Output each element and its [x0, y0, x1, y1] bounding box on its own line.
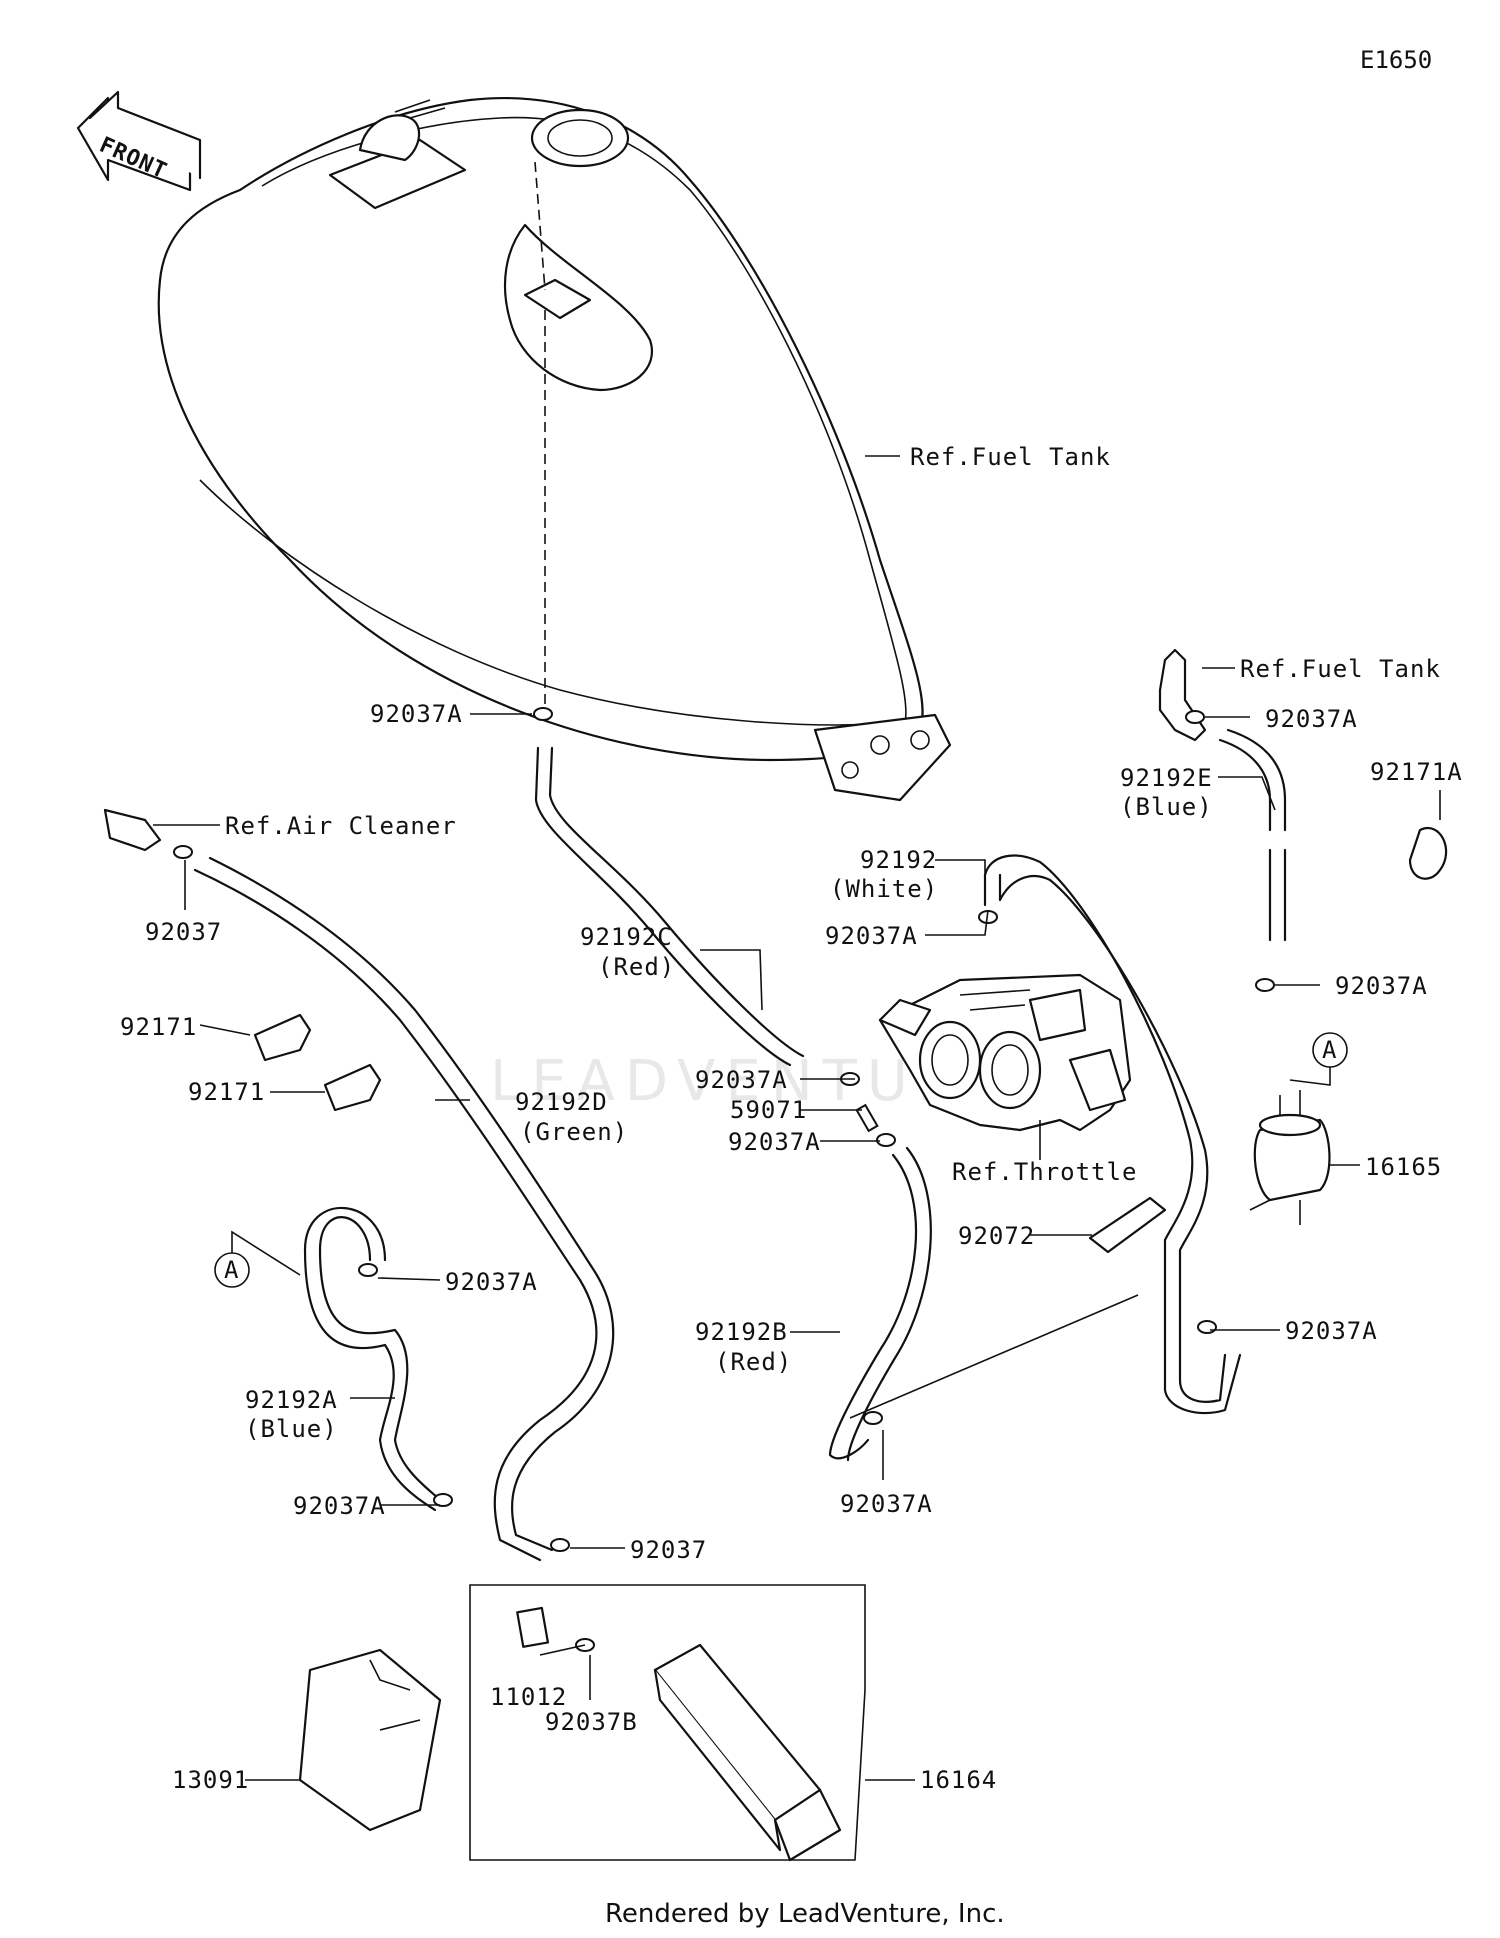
canister-callout-box [469, 1584, 866, 1861]
label-92037: 92037 [145, 918, 222, 946]
throttle-body-drawing [878, 973, 1132, 1132]
callout-a-left-letter: A [224, 1256, 239, 1284]
label-92192b: 92192B [695, 1318, 788, 1346]
label-92192-white-color: (White) [830, 875, 938, 903]
label-59071: 59071 [730, 1096, 807, 1124]
label-92192c-color: (Red) [598, 953, 675, 981]
hose-92192a-blue [303, 1206, 442, 1512]
label-92192b-color: (Red) [715, 1348, 792, 1376]
label-92037a-tank: 92037A [370, 700, 463, 728]
part-13091-drawing [298, 1648, 442, 1832]
clip-92171a [1408, 826, 1448, 880]
label-11012: 11012 [490, 1683, 567, 1711]
callout-a-right: A [1289, 1032, 1348, 1086]
label-ref-fuel-tank-1: Ref.Fuel Tank [910, 443, 1111, 471]
front-arrow-icon: FRONT [76, 90, 202, 192]
label-92037a-lower-right: 92037A [1285, 1317, 1378, 1345]
label-92037a-throttle: 92037A [825, 922, 918, 950]
hose-92192-white [983, 854, 1242, 1415]
label-92037a-bottom: 92037A [840, 1490, 933, 1518]
label-92072: 92072 [958, 1222, 1035, 1250]
label-13091: 13091 [172, 1766, 249, 1794]
label-16165: 16165 [1365, 1153, 1442, 1181]
hose-92192c-red [534, 746, 805, 1067]
clip-92171-a [253, 1013, 312, 1062]
label-92037a-left-mid: 92037A [445, 1268, 538, 1296]
hose-92192d-green [193, 856, 615, 1562]
label-92171-b: 92171 [188, 1078, 265, 1106]
label-92037a-top-right: 92037A [1265, 705, 1358, 733]
label-92171-a: 92171 [120, 1013, 197, 1041]
label-92037b: 92037B [545, 1708, 638, 1736]
label-92192d-color: (Green) [520, 1118, 628, 1146]
fuel-tank-drawing [157, 97, 952, 802]
label-92192-white: 92192 [860, 846, 937, 874]
leader-lines [153, 455, 1441, 1781]
clip-92171-b [323, 1063, 382, 1112]
label-16164: 16164 [920, 1766, 997, 1794]
label-92192d: 92192D [515, 1088, 608, 1116]
label-ref-fuel-tank-2: Ref.Fuel Tank [1240, 655, 1441, 683]
hose-92192b-red [828, 1146, 932, 1462]
label-92037a-lower-left: 92037A [293, 1492, 386, 1520]
label-92171a: 92171A [1370, 758, 1463, 786]
label-92037-lower: 92037 [630, 1536, 707, 1564]
label-92037a-c: 92037A [695, 1066, 788, 1094]
canister-drawing [516, 1606, 842, 1862]
callout-a-right-letter: A [1322, 1036, 1337, 1064]
strap-92072 [1088, 1196, 1167, 1254]
diagram-id: E1650 [1360, 46, 1432, 74]
label-92192c: 92192C [580, 923, 673, 951]
air-cleaner-fitting [103, 808, 162, 852]
label-ref-air-cleaner: Ref.Air Cleaner [225, 812, 457, 840]
footer-rendered-by: Rendered by LeadVenture, Inc. [605, 1899, 1005, 1929]
label-92192a-color: (Blue) [245, 1415, 338, 1443]
callout-a-left: A [214, 1230, 301, 1288]
label-92192a: 92192A [245, 1386, 338, 1414]
label-92037a-d: 92037A [728, 1128, 821, 1156]
label-92192e-color: (Blue) [1120, 793, 1213, 821]
label-92192e: 92192E [1120, 764, 1213, 792]
fuel-filter-drawing [1249, 1090, 1331, 1225]
label-92037a-right-mid: 92037A [1335, 972, 1428, 1000]
label-ref-throttle: Ref.Throttle [952, 1158, 1137, 1186]
